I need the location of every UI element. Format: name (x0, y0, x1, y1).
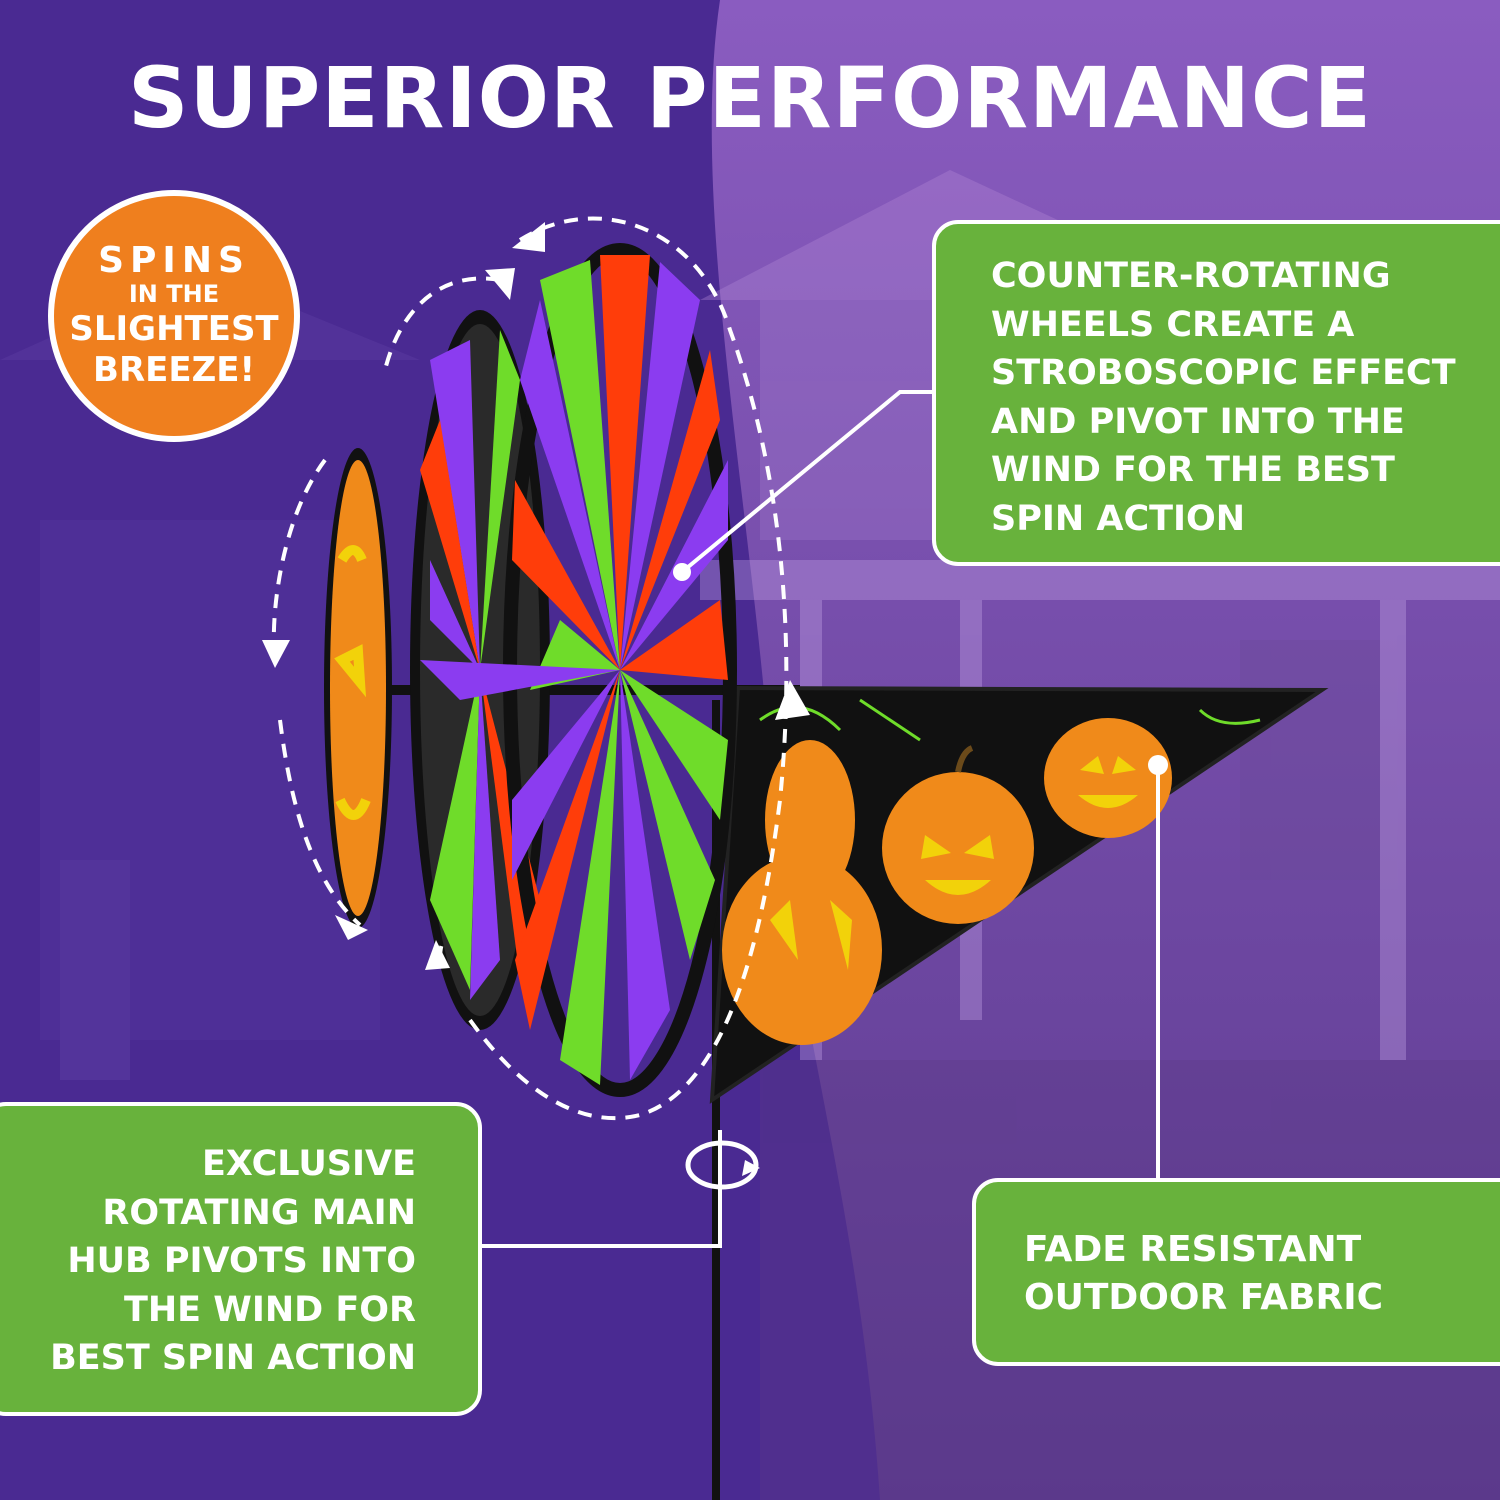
rotating-hub-callout: EXCLUSIVE ROTATING MAIN HUB PIVOTS INTO … (0, 1102, 482, 1416)
rotating-hub-text: EXCLUSIVE ROTATING MAIN HUB PIVOTS INTO … (50, 1144, 416, 1378)
callout-dot (1148, 755, 1168, 775)
dashed-curved-arrow-icon (383, 276, 501, 371)
arrowhead-icon (485, 268, 515, 300)
pumpkin-small (1044, 718, 1172, 838)
counter-rotating-text: COUNTER-ROTATING WHEELS CREATE A STROBOS… (991, 256, 1456, 539)
fabric-text: FADE RESISTANT OUTDOOR FABRIC (1024, 1229, 1384, 1318)
front-spinner-wheel (420, 243, 737, 1097)
pumpkin-wheel (324, 448, 392, 928)
arrowhead-icon (335, 915, 368, 940)
badge-line-2: IN THE (128, 280, 220, 308)
leader-dots (673, 563, 1168, 775)
pumpkin-middle (882, 745, 1034, 924)
dashed-curved-arrow-icon (468, 216, 789, 1121)
arrowhead-icon (512, 222, 545, 252)
breeze-badge: SPINS IN THE SLIGHTEST BREEZE! (48, 190, 300, 442)
page-title: SUPERIOR PERFORMANCE (128, 49, 1372, 147)
callout-dot (673, 563, 691, 581)
arrowhead-icon (425, 940, 450, 970)
pumpkin-pennant-flag (709, 685, 1329, 1104)
badge-line-1: SPINS (98, 240, 250, 281)
fabric-callout: FADE RESISTANT OUTDOOR FABRIC (972, 1178, 1500, 1366)
badge-line-3: SLIGHTEST (69, 309, 279, 349)
arrowhead-icon (262, 640, 290, 668)
dashed-curved-arrow-icon (271, 458, 327, 661)
arrowhead-icon (775, 680, 810, 720)
counter-rotating-leader-line (680, 390, 935, 574)
counter-rotating-callout: COUNTER-ROTATING WHEELS CREATE A STROBOS… (932, 220, 1500, 566)
arrowheads (262, 222, 810, 970)
circular-rotate-icon (685, 1140, 760, 1190)
dashed-curved-arrow-icon (278, 719, 362, 927)
hub-leader-line (480, 1130, 722, 1248)
badge-line-4: BREEZE! (93, 350, 255, 390)
leader-lines (480, 390, 1160, 1248)
